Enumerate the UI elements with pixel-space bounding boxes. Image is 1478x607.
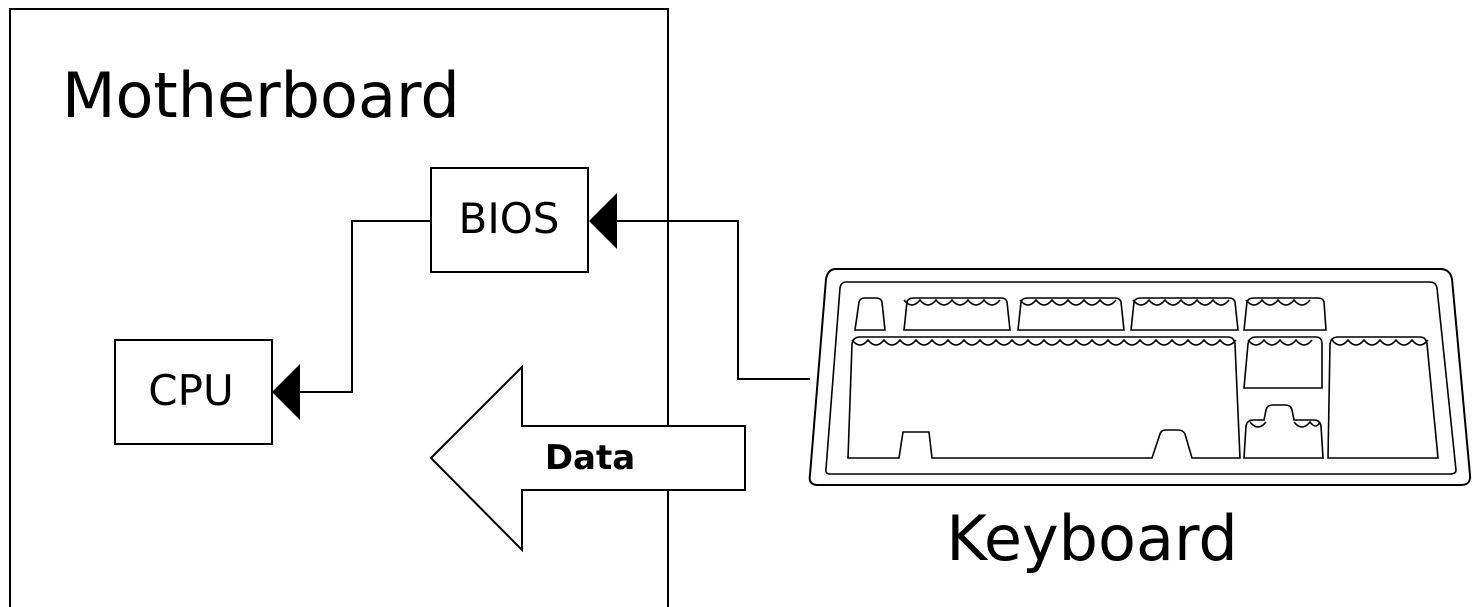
motherboard-label: Motherboard [62, 59, 460, 132]
bios-node: BIOS [430, 167, 589, 273]
keyboard-to-bios-connector [589, 193, 810, 380]
data-label: Data [545, 438, 635, 478]
bios-label: BIOS [459, 194, 560, 243]
cpu-arrowhead [272, 364, 300, 420]
bios-arrowhead [589, 193, 617, 249]
cpu-label: CPU [148, 366, 233, 415]
keyboard-icon [808, 268, 1472, 486]
keyboard-label: Keyboard [946, 502, 1237, 575]
cpu-node: CPU [114, 339, 273, 445]
bios-to-cpu-connector [272, 220, 431, 420]
data-flow-arrow: Data [429, 364, 746, 553]
motherboard-box [9, 8, 669, 607]
